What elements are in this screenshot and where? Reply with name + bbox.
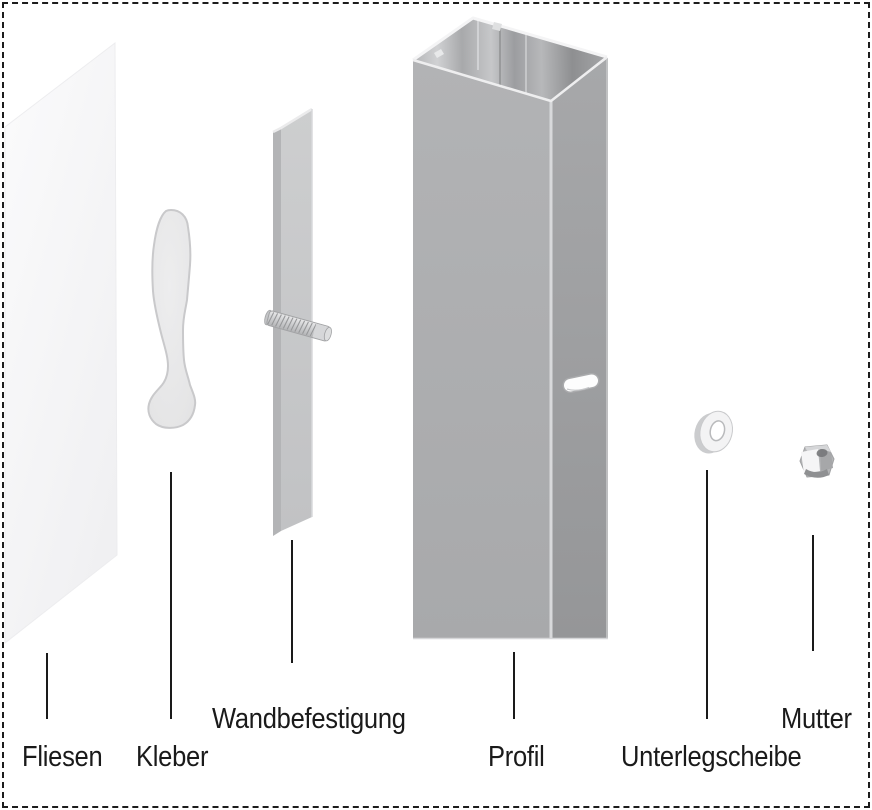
washer-hole (709, 420, 726, 442)
label-fliesen: Fliesen (22, 741, 103, 773)
wall-bracket-top-edge (272, 107, 313, 134)
wall-bracket-edge-face (273, 128, 281, 536)
nut-bottom-shade (804, 469, 829, 478)
label-unterlegscheibe: Unterlegscheibe (621, 741, 802, 773)
profile-interior-streaks (477, 18, 527, 98)
adhesive-blob-shape (147, 209, 197, 429)
tile-panel-face (4, 41, 118, 645)
profile-interior-top (414, 18, 607, 101)
washer (694, 410, 733, 454)
aluminium-profile (412, 16, 608, 640)
profile-back-rim (412, 16, 608, 62)
label-kleber: Kleber (136, 741, 209, 773)
profile-ridge-highlight (549, 100, 553, 638)
profile-slot (562, 372, 600, 394)
anchor-bolt (264, 309, 332, 342)
nut-front-facet (801, 449, 820, 474)
tile-panel (4, 41, 118, 645)
label-wandbefestigung: Wandbefestigung (212, 703, 406, 735)
label-mutter: Mutter (781, 703, 852, 735)
adhesive-blob (147, 209, 197, 429)
hex-nut (799, 444, 835, 478)
profile-side-face (551, 58, 608, 638)
profile-front-face (413, 60, 551, 639)
profile-rim-notch-left (434, 49, 444, 58)
bolt-tip-cap (323, 326, 332, 342)
bolt-threads (267, 312, 317, 337)
label-profil: Profil (488, 741, 545, 773)
nut-thread-hole (816, 448, 828, 458)
profile-front-rim (412, 56, 608, 103)
profile-slot-shadow (566, 386, 590, 391)
leader-lines (46, 470, 814, 719)
profile-rim-notch-back (492, 22, 502, 31)
